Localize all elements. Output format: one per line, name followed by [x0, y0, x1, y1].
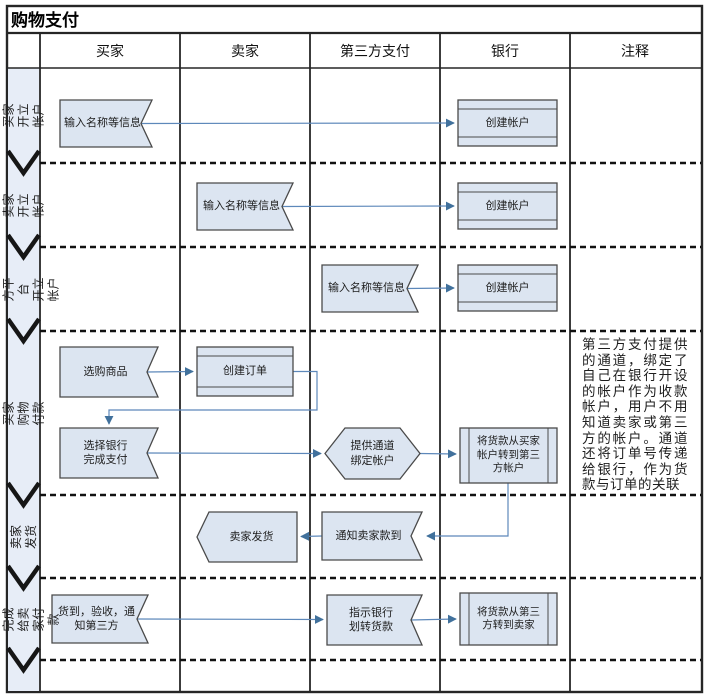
column-header-thirdparty: 第三方支付	[340, 44, 410, 60]
connector-input2-bank2	[281, 201, 455, 211]
shape-seller-ship	[196, 511, 298, 563]
connector-input1-bank1	[140, 118, 455, 128]
shape-choose-bank	[59, 427, 159, 479]
connector-instruct-transfer	[410, 614, 457, 624]
connector-goods-order	[146, 367, 194, 377]
label-seller-ship: 卖家发货	[229, 530, 274, 543]
label-notify-seller: 通知卖家款到	[335, 529, 402, 542]
shape-bank-r3	[457, 264, 558, 312]
lane-label-seller-ship: 卖家发货	[9, 524, 38, 549]
chevron-separator	[6, 233, 41, 261]
label-choose-bank: 选择银行 完成支付	[83, 439, 128, 466]
connector-choosebank-channel	[146, 448, 322, 458]
column-header-buyer: 买家	[96, 44, 124, 60]
label-input-r3: 输入名称等信息	[328, 282, 405, 295]
label-create-order: 创建订单	[223, 365, 267, 378]
label-bank-r1: 创建帐户	[485, 116, 530, 129]
lane-label-thirdparty-open-account: 第三方平台 开立帐户	[0, 277, 61, 302]
connector-transfer-notify	[426, 483, 509, 541]
chevron-separator	[6, 317, 41, 345]
label-bank-r3: 创建帐户	[485, 281, 530, 294]
shape-transfer-to-third	[459, 427, 558, 484]
lane-label-final-payment: 最终完成 给卖家付款	[0, 607, 61, 632]
label-input-r2: 输入名称等信息	[203, 200, 280, 213]
column-header-bank: 银行	[491, 44, 519, 60]
lane-label-buyer-open-account: 买家开立 帐户	[1, 103, 46, 128]
shape-input-r3	[321, 264, 420, 313]
label-instruct-bank: 指示银行 划转货款	[349, 606, 393, 633]
shape-bank-r1	[457, 99, 558, 147]
label-select-goods: 选购商品	[83, 365, 128, 378]
shape-bank-r2	[457, 182, 558, 230]
connector-order-choosebank	[104, 370, 318, 425]
label-provide-channel: 提供通道 绑定帐户	[350, 440, 395, 467]
shape-input-r2	[196, 182, 295, 231]
shape-select-goods	[59, 346, 159, 398]
label-transfer-to-third: 将货款从买家 帐户转到第三 方帐户	[477, 436, 540, 475]
chevron-separator	[6, 564, 41, 592]
label-bank-r2: 创建帐户	[485, 199, 530, 212]
connector-input3-bank3	[406, 283, 455, 293]
shape-notify-seller	[321, 511, 424, 561]
shape-goods-received	[51, 594, 150, 644]
shape-transfer-to-seller	[459, 592, 558, 646]
connector-channel-transfer	[419, 449, 457, 459]
column-header-notes: 注释	[621, 44, 649, 60]
shape-provide-channel	[324, 427, 421, 480]
shape-instruct-bank	[326, 594, 423, 646]
connector-notify-ship	[300, 531, 323, 541]
chevron-separator	[6, 481, 41, 509]
column-header-seller: 卖家	[231, 44, 259, 60]
label-goods-received: 货到，验收，通 知第三方	[58, 605, 135, 632]
label-transfer-to-seller: 将货款从第三 方转到卖家	[477, 606, 540, 631]
chevron-separator	[6, 646, 41, 674]
connector-received-instruct	[136, 614, 324, 624]
page-title: 购物支付	[11, 11, 79, 30]
label-input-r1: 输入名称等信息	[64, 117, 141, 130]
shape-create-order	[196, 346, 294, 397]
lane-label-buyer-pay: 买家购物付款	[1, 401, 46, 426]
shape-input-r1	[59, 99, 154, 148]
chevron-separator	[6, 149, 41, 177]
lane-label-seller-open-account: 卖家开立 帐户	[1, 193, 46, 218]
notes-text: 第三方支付提供的通道，绑定了自己在银行开设的帐户作为收款帐户，用户不用知道卖家或…	[582, 337, 688, 493]
